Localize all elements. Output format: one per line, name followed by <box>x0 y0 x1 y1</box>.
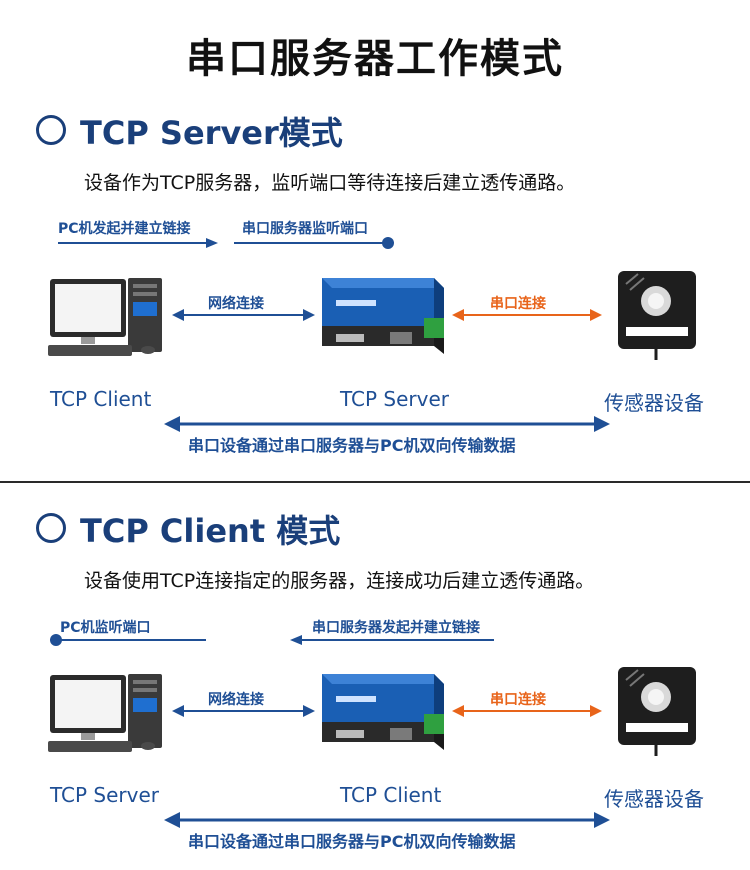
mode-title-client: TCP Client 模式 <box>36 506 340 552</box>
mode-description: 设备使用TCP连接指定的服务器，连接成功后建立透传通路。 <box>84 570 595 592</box>
computer-icon <box>48 674 162 752</box>
endpoint-dot-icon <box>382 237 394 249</box>
section-divider <box>0 481 750 483</box>
left-device-label: TCP Client <box>50 387 152 411</box>
flow-label-left: PC机监听端口 <box>60 620 151 636</box>
flow-label-right: 串口服务器发起并建立链接 <box>312 620 480 636</box>
mode-title-server: TCP Server模式 <box>36 108 343 154</box>
page-title: 串口服务器工作模式 <box>186 36 564 82</box>
data-flow-label: 串口设备通过串口服务器与PC机双向传输数据 <box>188 436 516 455</box>
mode-title-text: TCP Client 模式 <box>80 512 341 550</box>
center-device-label: TCP Client <box>340 783 442 807</box>
left-device-label: TCP Server <box>50 783 160 807</box>
computer-icon <box>48 278 162 356</box>
flow-label-right: 串口服务器监听端口 <box>242 221 368 237</box>
endpoint-dot-icon <box>50 634 62 646</box>
network-connection-label: 网络连接 <box>208 692 264 708</box>
sensor-icon <box>618 271 696 360</box>
flow-label-left: PC机发起并建立链接 <box>58 221 191 237</box>
serial-connection-label: 串口连接 <box>490 692 546 708</box>
arrow-left-icon <box>290 635 302 645</box>
data-flow-label: 串口设备通过串口服务器与PC机双向传输数据 <box>188 832 516 851</box>
circle-icon <box>36 513 66 543</box>
center-device-label: TCP Server <box>340 387 450 411</box>
serial-server-icon <box>322 674 444 750</box>
serial-server-icon <box>322 278 444 354</box>
network-connection-label: 网络连接 <box>208 296 264 312</box>
right-device-label: 传感器设备 <box>604 787 704 811</box>
circle-icon <box>36 115 66 145</box>
sensor-icon <box>618 667 696 756</box>
serial-connection-label: 串口连接 <box>490 296 546 312</box>
right-device-label: 传感器设备 <box>604 391 704 415</box>
arrow-right-icon <box>206 238 218 248</box>
mode-title-text: TCP Server模式 <box>80 114 343 152</box>
mode-description: 设备作为TCP服务器，监听端口等待连接后建立透传通路。 <box>84 172 576 194</box>
